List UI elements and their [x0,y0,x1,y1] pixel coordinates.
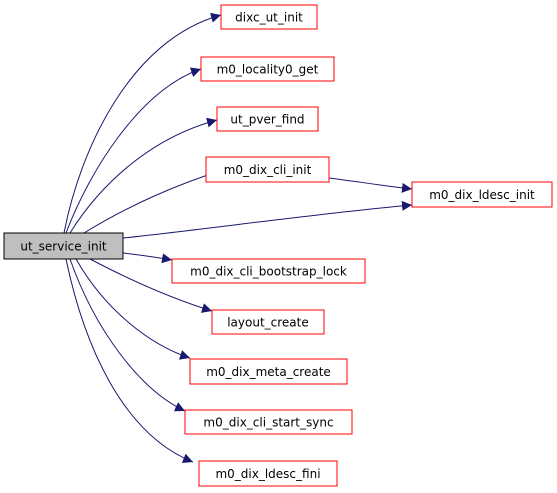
node-ut-pver-find[interactable]: ut_pver_find [216,106,319,132]
node-label-ut-service-init: ut_service_init [20,240,107,254]
edge-to-m0-dix-cli-bootstrap-lock [122,252,173,264]
node-m0-dix-cli-init[interactable]: m0_dix_cli_init [205,156,330,183]
edge-to-m0-dix-cli-start-sync [69,258,186,412]
node-label-m0-locality0-get: m0_locality0_get [217,63,319,77]
node-dixc-ut-init[interactable]: dixc_ut_init [220,4,318,30]
node-label-m0-dix-cli-init: m0_dix_cli_init [224,163,312,177]
edge-to-m0-dix-cli-init [83,167,227,234]
node-m0-dix-cli-start-sync[interactable]: m0_dix_cli_start_sync [184,409,353,435]
node-label-m0-dix-cli-start-sync: m0_dix_cli_start_sync [203,416,333,430]
node-m0-dix-cli-bootstrap-lock[interactable]: m0_dix_cli_bootstrap_lock [171,258,366,284]
node-label-m0-dix-cli-bootstrap-lock: m0_dix_cli_bootstrap_lock [190,265,347,279]
edge-to-layout-create [89,258,213,313]
node-m0-dix-ldesc-fini[interactable]: m0_dix_ldesc_fini [198,460,338,487]
edge-to-m0-dix-ldesc-init-from-root [122,200,413,239]
node-layout-create[interactable]: layout_create [211,309,325,335]
node-label-m0-dix-ldesc-fini: m0_dix_ldesc_fini [215,467,320,481]
node-m0-locality0-get[interactable]: m0_locality0_get [200,56,335,82]
node-label-layout-create: layout_create [227,316,309,330]
edge-to-ut-pver-find [69,117,218,234]
node-m0-dix-ldesc-init[interactable]: m0_dix_ldesc_init [411,181,553,208]
node-label-m0-dix-meta-create: m0_dix_meta_create [206,365,331,379]
node-m0-dix-meta-create[interactable]: m0_dix_meta_create [189,358,348,385]
edge-to-dixc-ut-init [63,12,222,234]
edge-cli-init-to-ldesc-init [328,177,413,193]
edge-to-m0-locality0-get [65,67,202,234]
edge-to-m0-dix-meta-create [75,258,191,360]
node-label-ut-pver-find: ut_pver_find [230,113,304,127]
edge-to-m0-dix-ldesc-fini [65,258,194,463]
node-label-m0-dix-ldesc-init: m0_dix_ldesc_init [429,188,535,202]
node-ut-service-init[interactable]: ut_service_init [3,232,124,260]
node-label-dixc-ut-init: dixc_ut_init [235,11,303,25]
